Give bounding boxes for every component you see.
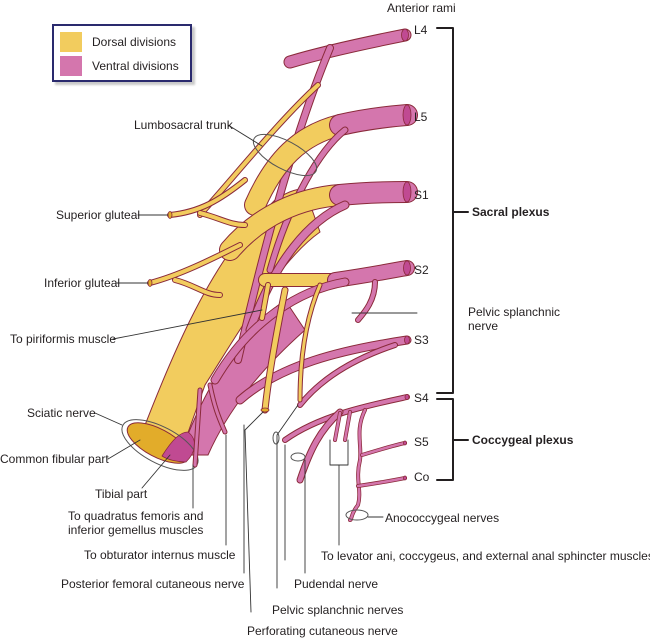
lumbosacral-trunk-marker [252,133,318,177]
pelvic-splanchnic-label-line2: nerve [468,319,499,333]
sacral-plexus-label: Sacral plexus [472,205,550,219]
anococcygeal-marker [345,509,369,521]
root-label-s2: S2 [414,263,429,277]
legend-item-ventral: Ventral divisions [60,56,179,76]
root-label-s4: S4 [414,391,429,405]
leader-lines [94,124,418,613]
legend-label: Dorsal divisions [92,35,177,49]
lumbosacral-trunk-label: Lumbosacral trunk [134,118,233,132]
anterior-rami-heading: Anterior rami [387,1,456,15]
root-label-co: Co [414,470,430,484]
pelvic-splanchnic-nerves-label: Pelvic splanchnic nerves [272,603,404,617]
splanchnic-marker [272,431,280,445]
root-label-l5: L5 [414,110,428,124]
pelvic-splanchnic-label-line1: Pelvic splanchnic [468,305,561,319]
pudendal-nerve-label: Pudendal nerve [294,577,379,591]
levator-ani-label: To levator ani, coccygeus, and external … [321,549,650,563]
dorsal-swatch [60,32,82,52]
legend-label: Ventral divisions [92,59,179,73]
pudendal-marker [290,452,306,462]
to-piriformis-label: To piriformis muscle [10,332,117,346]
coccygeal-plexus-bracket [436,398,469,481]
ventral-swatch [60,56,82,76]
legend-item-dorsal: Dorsal divisions [60,32,176,52]
root-label-s3: S3 [414,333,429,347]
coccygeal-plexus-label: Coccygeal plexus [472,433,574,447]
perforating-cutaneous-label: Perforating cutaneous nerve [247,624,398,638]
root-label-s1: S1 [414,188,429,202]
root-label-s5: S5 [414,435,429,449]
sciatic-nerve-label: Sciatic nerve [27,406,96,420]
superior-gluteal-label: Superior gluteal [56,208,141,222]
common-fibular-label: Common fibular part [0,452,109,466]
legend: Dorsal divisions Ventral divisions [52,24,192,82]
sacral-plexus-bracket [436,27,469,394]
quadratus-label-line1: To quadratus femoris and [68,509,204,523]
root-caps [401,28,412,481]
obturator-internus-label: To obturator internus muscle [84,548,236,562]
posterior-femoral-label: Posterior femoral cutaneous nerve [61,577,245,591]
root-label-l4: L4 [414,23,428,37]
inferior-gluteal-label: Inferior gluteal [44,276,121,290]
tibial-part-label: Tibial part [95,487,148,501]
quadratus-label-line2: inferior gemellus muscles [68,523,204,537]
anococcygeal-label: Anococcygeal nerves [385,511,500,525]
